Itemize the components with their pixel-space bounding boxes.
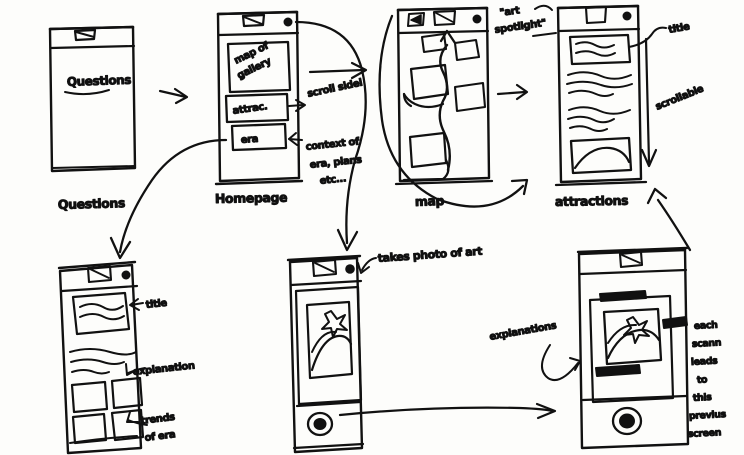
- leader-trends: [126, 411, 148, 426]
- caption-attractions: attractions: [555, 193, 628, 209]
- annotation-each-scan-l6: previus: [689, 409, 727, 422]
- leader-context-of-era: [288, 132, 303, 146]
- arrow-questions-to-homepage: [158, 87, 189, 105]
- annotation-scroll-side: scroll sidel: [306, 78, 363, 100]
- leader-art-spotlight: [532, 4, 557, 37]
- annotation-each-scan-l4: to: [697, 374, 709, 386]
- attractions-image-card[interactable]: [569, 136, 633, 175]
- homepage-tile-attractions[interactable]: [224, 92, 290, 124]
- annotation-art-spotlight-l1: "art: [499, 5, 521, 19]
- questions-screen-title: Questions: [67, 73, 132, 89]
- leader-title-left: [129, 298, 144, 311]
- attractions-title-card[interactable]: [568, 33, 632, 66]
- leader-scroll-side: [288, 99, 306, 112]
- era-detail-trends-grid[interactable]: [70, 376, 145, 445]
- arrow-homepage-to-map: [308, 61, 368, 80]
- scrollable-arrow: [640, 37, 658, 168]
- flow-arrow-map-to-attractions-bottom: [378, 14, 529, 208]
- leader-title-right: [628, 26, 667, 48]
- era-detail-title-card[interactable]: [71, 291, 131, 336]
- screen-camera[interactable]: [286, 254, 365, 454]
- annotation-each-scan-l5: this: [693, 392, 713, 404]
- leader-explanations: [541, 344, 581, 382]
- annotation-trends-l2: of era: [144, 429, 176, 444]
- annotation-title-right: title: [668, 21, 691, 36]
- annotation-context-era-l3: etc...: [319, 173, 347, 187]
- flow-arrow-attractions-to-scan: [646, 187, 692, 252]
- annotation-scrollable: scrollable: [654, 83, 706, 112]
- flow-arrow-homepage-to-camera: [294, 20, 367, 252]
- arrow-map-to-attractions: [496, 83, 529, 101]
- annotation-each-scan-l3: leads: [691, 356, 719, 368]
- map-route-path: [402, 29, 457, 182]
- leader-takes-photo: [357, 257, 377, 274]
- era-detail-explanation-lines: [69, 348, 137, 375]
- camera-artwork-preview: [305, 300, 354, 380]
- screen-map[interactable]: [394, 6, 494, 186]
- caption-homepage: Homepage: [215, 190, 287, 206]
- annotation-context-era-l1: context of: [305, 136, 360, 153]
- homepage-tile-era[interactable]: [230, 122, 288, 152]
- screen-questions[interactable]: [48, 25, 137, 173]
- screen-era-detail[interactable]: [57, 260, 143, 455]
- annotation-each-scan-l1: each: [694, 320, 719, 332]
- annotation-explanations: explanations: [489, 320, 558, 343]
- tile-label-attrac: attrac.: [232, 101, 268, 117]
- annotation-trends-l1: trends: [140, 412, 176, 427]
- leader-explanation: [125, 363, 146, 376]
- annotation-each-scan-l2: scann: [692, 337, 722, 350]
- annotation-each-scan-l7: screen: [688, 427, 722, 440]
- screen-homepage[interactable]: [214, 10, 304, 186]
- homepage-tile-map-of-gallery[interactable]: [226, 40, 292, 94]
- attractions-text-block-2: [567, 106, 631, 132]
- caption-map: map: [415, 193, 445, 209]
- attractions-text-block-1: [566, 71, 633, 97]
- caption-questions: Questions: [58, 195, 125, 212]
- annotation-title-left: title: [145, 298, 168, 311]
- screen-scan-result[interactable]: [576, 246, 690, 450]
- annotation-art-spotlight-l2: spotlight": [494, 18, 547, 36]
- annotation-explanation: explanation: [132, 361, 195, 378]
- flow-arrow-camera-to-scan: [338, 402, 557, 420]
- annotation-takes-photo: takes photo of art: [377, 245, 482, 265]
- map-room-shapes: [408, 32, 487, 169]
- questions-title-underline: [64, 89, 110, 96]
- screen-attractions[interactable]: [554, 4, 648, 187]
- tile-label-era: era: [240, 134, 258, 146]
- flow-arrow-era-to-detail: [109, 138, 228, 260]
